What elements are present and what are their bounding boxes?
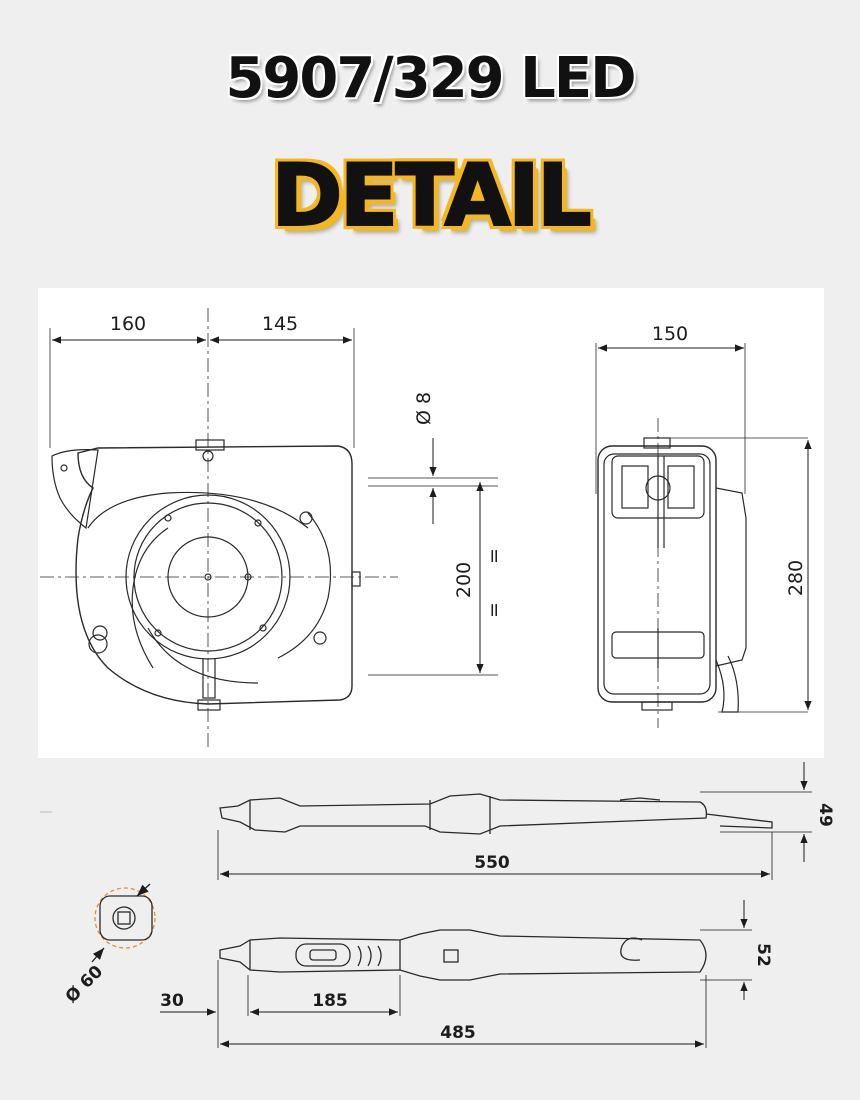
dim-200: 200 — [453, 562, 475, 598]
equal-mark-bottom: = — [483, 602, 505, 618]
side-dimensions — [598, 344, 812, 710]
lamp-end-view — [91, 883, 156, 963]
dim-60: Ø 60 — [62, 962, 107, 1007]
dim-30: 30 — [160, 991, 184, 1011]
dim-150: 150 — [652, 323, 688, 345]
reel-side-view — [595, 343, 808, 728]
reel-front-view — [40, 308, 398, 750]
lamp-top-view — [219, 929, 707, 981]
lamp-top-dimensions — [160, 900, 752, 1048]
detail-heading: DETAIL — [270, 145, 592, 247]
page-title: 5907/329 LED — [225, 46, 636, 111]
lamp-side-dimensions — [217, 762, 812, 880]
lamp-side-view — [219, 793, 773, 835]
dim-145: 145 — [262, 313, 298, 335]
dim-485: 485 — [440, 1023, 476, 1043]
reel-drawing-panel: 160 145 Ø 8 200 = = — [38, 288, 824, 758]
dim-280: 280 — [785, 560, 807, 596]
reel-drawing: 160 145 Ø 8 200 = = — [40, 308, 812, 750]
dim-hole-diameter: Ø 8 — [413, 392, 435, 425]
equal-mark-top: = — [483, 548, 505, 564]
dim-550: 550 — [474, 853, 510, 873]
dim-49: 49 — [815, 803, 835, 827]
dim-52: 52 — [753, 943, 773, 967]
front-dimensions — [52, 336, 498, 676]
dim-185: 185 — [312, 991, 348, 1011]
dim-160: 160 — [110, 313, 146, 335]
